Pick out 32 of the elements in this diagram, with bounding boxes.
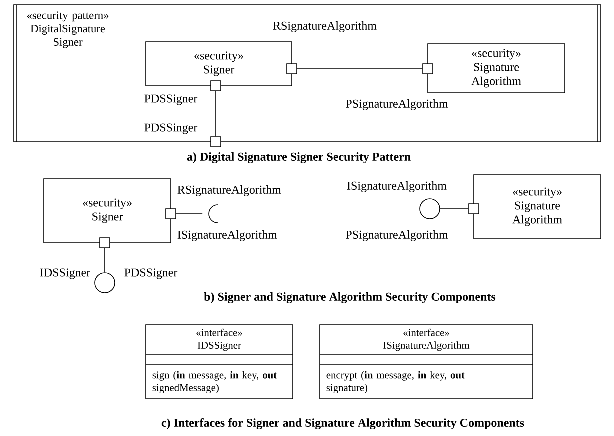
port <box>422 64 434 74</box>
component-box: «security» Signer <box>146 42 292 86</box>
component-box: «security» Signature Algorithm <box>428 44 566 94</box>
class-box: «interface» ISignatureAlgorithm encrypt (in message, in key, out signature) <box>320 324 534 400</box>
port-label: ISignatureAlgorithm <box>178 230 278 242</box>
connector <box>297 68 423 70</box>
interface-circle <box>420 198 440 220</box>
required-socket <box>208 204 218 224</box>
port-label: PSignatureAlgorithm <box>346 100 448 110</box>
connector <box>440 208 469 210</box>
port-label: PDSSigner <box>124 268 178 280</box>
port-label: IDSSigner <box>40 268 90 280</box>
port-label: RSignatureAlgorithm <box>273 22 377 32</box>
port-label: ISignatureAlgorithm <box>347 182 447 192</box>
port <box>468 204 480 214</box>
port <box>166 208 176 220</box>
port-label: RSignatureAlgorithm <box>178 186 282 196</box>
class-box: «interface» IDSSigner sign (in message, in key, out signedMessage) <box>146 324 294 400</box>
port-label: PDSSinger <box>144 124 198 134</box>
port-label: PSignatureAlgorithm <box>346 230 448 242</box>
port <box>210 136 222 148</box>
interface-circle <box>94 272 116 294</box>
port-label: PDSSigner <box>144 94 198 106</box>
figure-caption: a) Digital Signature Signer Security Pattern <box>187 152 411 164</box>
port <box>286 64 298 74</box>
port <box>100 238 110 248</box>
component-box: «security» Signer <box>44 178 172 244</box>
component-box: «security» Signature Algorithm <box>474 174 602 240</box>
port <box>210 80 222 92</box>
figure-caption: c) Interfaces for Signer and Signature Algorithm Security Components <box>162 418 524 430</box>
connector <box>104 248 106 273</box>
figure-caption: b) Signer and Signature Algorithm Security Components <box>204 292 496 304</box>
